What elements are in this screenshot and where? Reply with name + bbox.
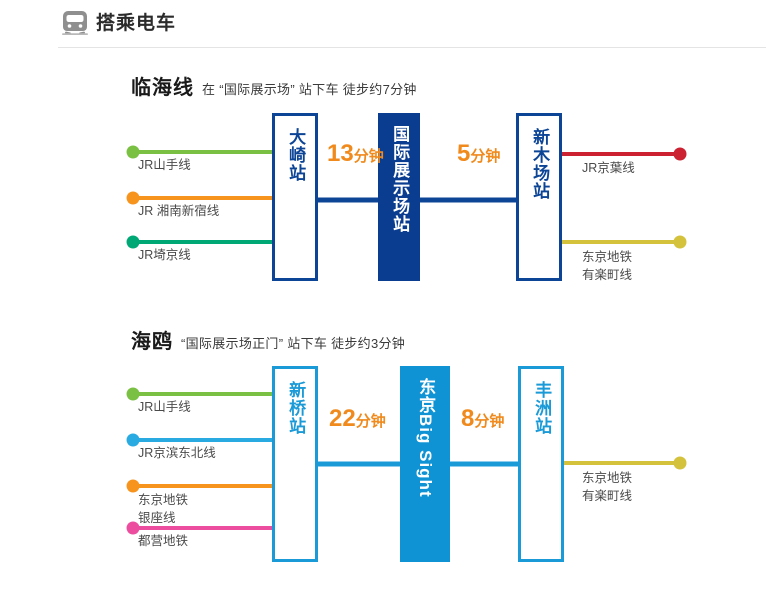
section-title-sub: “国际展示场正门” 站下车 徒步约3分钟	[181, 336, 406, 351]
duration-shimbashi-to-bigsight: 22分钟	[329, 405, 386, 433]
line-label-jr-yamanote: JR山手线	[138, 158, 191, 172]
line-label-jr-saikyo: JR埼京线	[138, 248, 191, 262]
line-label-tokyo-metro-ginza: 东京地铁 银座线	[138, 491, 188, 527]
station-box-tokyo-big-sight[interactable]: 东京Big Sight	[400, 366, 450, 562]
rinkai-right-lines	[556, 147, 687, 249]
section-title-main: 海鸥	[131, 331, 173, 353]
line-label-jr-yamanote-2: JR山手线	[138, 400, 191, 414]
line-label-tokyo-metro-yurakucho: 东京地铁 有楽町线	[582, 248, 632, 284]
duration-number: 22	[329, 405, 356, 432]
duration-number: 13	[327, 140, 354, 167]
station-label: 新桥站	[286, 381, 306, 435]
duration-kokusai-to-shinkiba: 5分钟	[457, 140, 500, 168]
station-box-kokusai-tenjijo[interactable]: 国际展示场站	[378, 113, 420, 281]
header-divider	[58, 47, 766, 48]
duration-bigsight-to-toyosu: 8分钟	[461, 405, 504, 433]
line-label-row2: 银座线	[138, 511, 176, 525]
section-title-yurikamome: 海鸥 “国际展示场正门” 站下车 徒步约3分钟	[131, 325, 405, 354]
section-title-sub: 在 “国际展示场” 站下车 徒步约7分钟	[202, 82, 417, 97]
station-box-shinkiba[interactable]: 新木场站	[516, 113, 562, 281]
duration-unit: 分钟	[355, 413, 386, 430]
rinkai-left-lines	[126, 145, 272, 249]
line-label-jr-keiyo: JR京葉线	[582, 161, 635, 175]
station-box-osaki[interactable]: 大崎站	[272, 113, 318, 281]
line-label-toei-subway: 都营地铁	[138, 534, 189, 548]
station-label: 国际展示场站	[390, 125, 410, 233]
duration-number: 5	[457, 140, 471, 167]
station-box-toyosu[interactable]: 丰洲站	[518, 366, 564, 562]
section-title-main: 临海线	[131, 77, 194, 99]
duration-unit: 分钟	[474, 413, 505, 430]
page-header: 搭乘电车	[0, 0, 766, 48]
duration-unit: 分钟	[353, 148, 384, 165]
line-label-jr-keihin-tohoku: JR京滨东北线	[138, 446, 216, 460]
line-label-row1: 东京地铁	[582, 250, 633, 264]
station-label: 新木场站	[530, 128, 550, 200]
page-title: 搭乘电车	[96, 13, 177, 34]
line-label-row2: 有楽町线	[582, 489, 633, 503]
yurikamome-left-lines	[126, 387, 272, 535]
line-label-row2: 有楽町线	[582, 268, 633, 282]
line-label-jr-shonan-shinjuku: JR 湘南新宿线	[138, 204, 220, 218]
station-label: 东京Big Sight	[416, 378, 436, 498]
station-label: 丰洲站	[532, 381, 552, 435]
line-label-row1: 东京地铁	[138, 493, 189, 507]
station-label: 大崎站	[286, 128, 306, 182]
train-icon	[62, 11, 88, 35]
duration-number: 8	[461, 405, 475, 432]
line-label-tokyo-metro-yurakucho-2: 东京地铁 有楽町线	[582, 469, 632, 505]
line-label-row1: 东京地铁	[582, 471, 633, 485]
station-box-shimbashi[interactable]: 新桥站	[272, 366, 318, 562]
duration-osaki-to-kokusai: 13分钟	[327, 140, 384, 168]
yurikamome-right-lines	[562, 456, 687, 470]
section-title-rinkai: 临海线在 “国际展示场” 站下车 徒步约7分钟	[131, 71, 417, 100]
duration-unit: 分钟	[470, 148, 501, 165]
